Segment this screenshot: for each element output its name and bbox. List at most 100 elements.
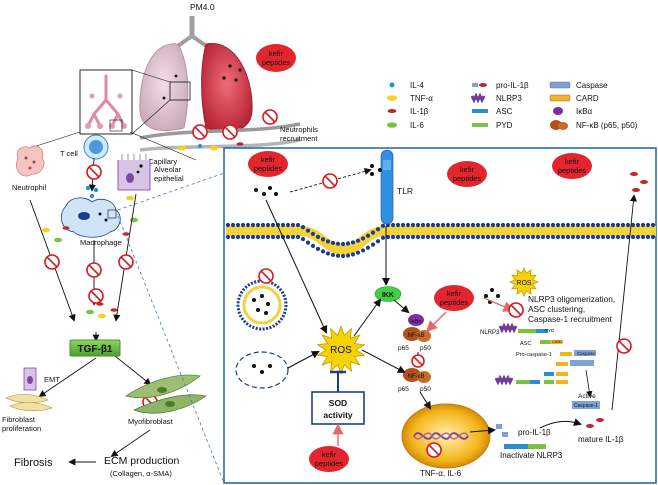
svg-text:kefir: kefir	[447, 289, 462, 298]
lipid-head	[270, 222, 276, 228]
lipid-head	[465, 234, 471, 240]
lipid-head	[415, 234, 421, 240]
fibroblast-label-1: Fibroblast	[2, 415, 36, 424]
svg-text:peptides: peptides	[440, 298, 469, 307]
lipid-head	[340, 241, 346, 247]
lipid-head	[225, 234, 231, 240]
svg-text:pro-IL-1β: pro-IL-1β	[518, 428, 551, 437]
legend: IL-4TNF-αIL-1βIL-6pro-IL-1βNLRP3ASCPYDCa…	[387, 81, 638, 130]
lipid-head	[540, 234, 546, 240]
lipid-head	[440, 234, 446, 240]
svg-text:Inactivate NLRP3: Inactivate NLRP3	[500, 451, 563, 460]
caspase-icon	[549, 81, 571, 89]
lipid-head	[235, 234, 241, 240]
lipid-head	[525, 222, 531, 228]
yellow-oval-icon	[387, 95, 397, 101]
lipid-head	[265, 234, 271, 240]
lipid-head	[440, 222, 446, 228]
lipid-head	[485, 222, 491, 228]
lipid-head	[625, 234, 631, 240]
alveolar-epithelial-cell: Alveolar epithelial	[117, 154, 184, 191]
svg-text:IκBα: IκBα	[410, 319, 422, 325]
lipid-head	[300, 237, 306, 242]
lipid-head	[390, 222, 396, 228]
svg-text:p65: p65	[398, 386, 409, 393]
pro-il1b-node: pro-IL-1β Inactivate NLRP3	[496, 424, 563, 460]
neutrophil-cell: Neutrophil	[12, 145, 47, 192]
legend-label: IL-4	[410, 81, 424, 90]
prohibition-icon	[258, 268, 274, 284]
svg-text:kefir: kefir	[261, 155, 276, 164]
prohibition-icon	[88, 288, 104, 304]
lipid-head	[520, 234, 526, 240]
lipid-head	[365, 233, 371, 238]
legend-item: IL-6	[387, 121, 424, 130]
svg-text:CARD: CARD	[552, 339, 563, 344]
lipid-head	[460, 222, 466, 228]
lipid-head	[235, 222, 241, 228]
lipid-head	[585, 222, 591, 228]
lipid-head	[300, 225, 306, 230]
lipid-head	[590, 222, 596, 228]
lipid-head	[340, 253, 346, 259]
lipid-head	[490, 234, 496, 240]
lipid-head	[570, 234, 576, 240]
lipid-head	[610, 234, 616, 240]
lipid-head	[290, 222, 296, 228]
lipid-head	[260, 234, 266, 240]
lipid-head	[425, 234, 431, 240]
mature-il1b: mature IL-1β	[578, 418, 624, 444]
pro-il1b-icon	[472, 83, 487, 87]
t-cell-label: T cell	[60, 149, 78, 158]
lipid-head	[530, 222, 536, 228]
lipid-head	[645, 234, 651, 240]
lipid-head	[350, 240, 356, 245]
lipid-head	[240, 234, 246, 240]
svg-text:peptides: peptides	[254, 164, 283, 173]
legend-item: IL-4	[389, 81, 424, 90]
lipid-head	[470, 234, 476, 240]
lipid-head	[460, 234, 466, 240]
lipid-head	[580, 222, 586, 228]
legend-label: PYD	[496, 121, 513, 130]
lipid-head	[325, 239, 331, 244]
lipid-head	[540, 222, 546, 228]
lipid-head	[495, 234, 501, 240]
lipid-head	[515, 222, 521, 228]
lipid-head	[550, 222, 556, 228]
lipid-head	[490, 222, 496, 228]
lipid-head	[615, 234, 621, 240]
ecm-label: ECM production	[104, 455, 179, 467]
svg-text:IKK: IKK	[382, 292, 394, 299]
lipid-head	[450, 222, 456, 228]
lipid-head	[250, 234, 256, 240]
legend-item: NF-κB (p65, p50)	[550, 120, 638, 130]
alveolar-label-1: Alveolar	[154, 165, 182, 174]
lipid-head	[610, 222, 616, 228]
svg-text:peptides: peptides	[315, 459, 344, 468]
lipid-head	[345, 241, 351, 246]
svg-text:p50: p50	[420, 345, 431, 352]
tnf-il6-label: TNF-α, IL-6	[420, 469, 462, 478]
nlrp3-text: NLRP3 oligomerization, ASC clustering, C…	[528, 294, 615, 324]
lipid-head	[560, 234, 566, 240]
lipid-head	[620, 222, 626, 228]
ros-label: ROS	[330, 345, 352, 356]
lipid-head	[230, 234, 236, 240]
svg-text:SOD: SOD	[329, 398, 347, 408]
lipid-head	[285, 234, 291, 240]
lipid-head	[400, 222, 406, 228]
lipid-head	[385, 234, 391, 240]
lipid-head	[420, 222, 426, 228]
myofibroblast-cells: Myofibroblast	[125, 374, 207, 426]
nucleus	[401, 403, 491, 469]
sod-activity-box: SOD activity	[311, 370, 365, 425]
lipid-head	[535, 234, 541, 240]
right-lung	[201, 43, 253, 133]
lipid-head	[625, 222, 631, 228]
lipid-head	[285, 222, 291, 228]
kefir-peptides-1: kefir peptides	[248, 151, 288, 177]
lipid-head	[255, 234, 261, 240]
lipid-head	[585, 234, 591, 240]
